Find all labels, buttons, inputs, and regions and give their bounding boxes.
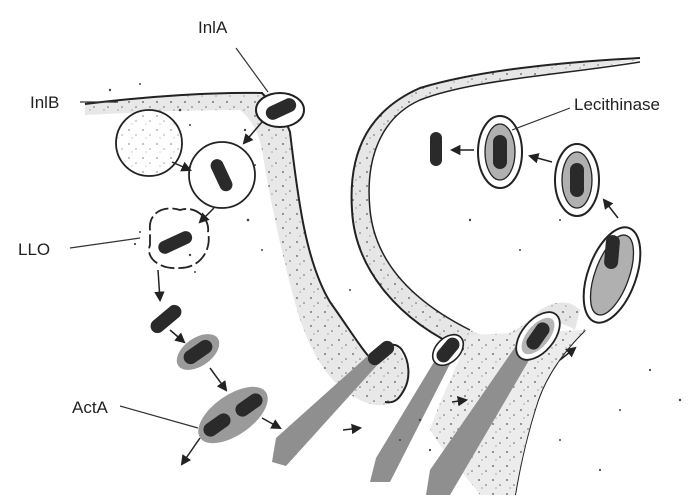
arrow-empty-to-vacuole (172, 162, 190, 170)
free-bacterium-1 (148, 302, 185, 336)
label-inlb: InlB (30, 93, 59, 112)
dm-bacterium-mid (570, 163, 584, 197)
arrow-free-to-actin (170, 330, 184, 342)
arrow-divide-out (182, 438, 200, 464)
label-inla: InlA (198, 18, 228, 37)
arrow-actin-to-divide (210, 368, 226, 390)
arrow-lysis-to-free (158, 270, 160, 300)
right-cell-cytoplasm (369, 60, 700, 495)
arrow-divide-right (262, 418, 280, 428)
label-llo: LLO (18, 240, 50, 259)
label-acta: ActA (72, 398, 109, 417)
inla-leader (236, 48, 268, 92)
acta-leader (120, 406, 198, 428)
released-bacterium (430, 132, 442, 166)
llo-leader (70, 238, 140, 248)
dm-bacterium-top (493, 135, 507, 169)
label-lecithinase: Lecithinase (574, 95, 660, 114)
actin-cloud-3 (189, 376, 277, 455)
